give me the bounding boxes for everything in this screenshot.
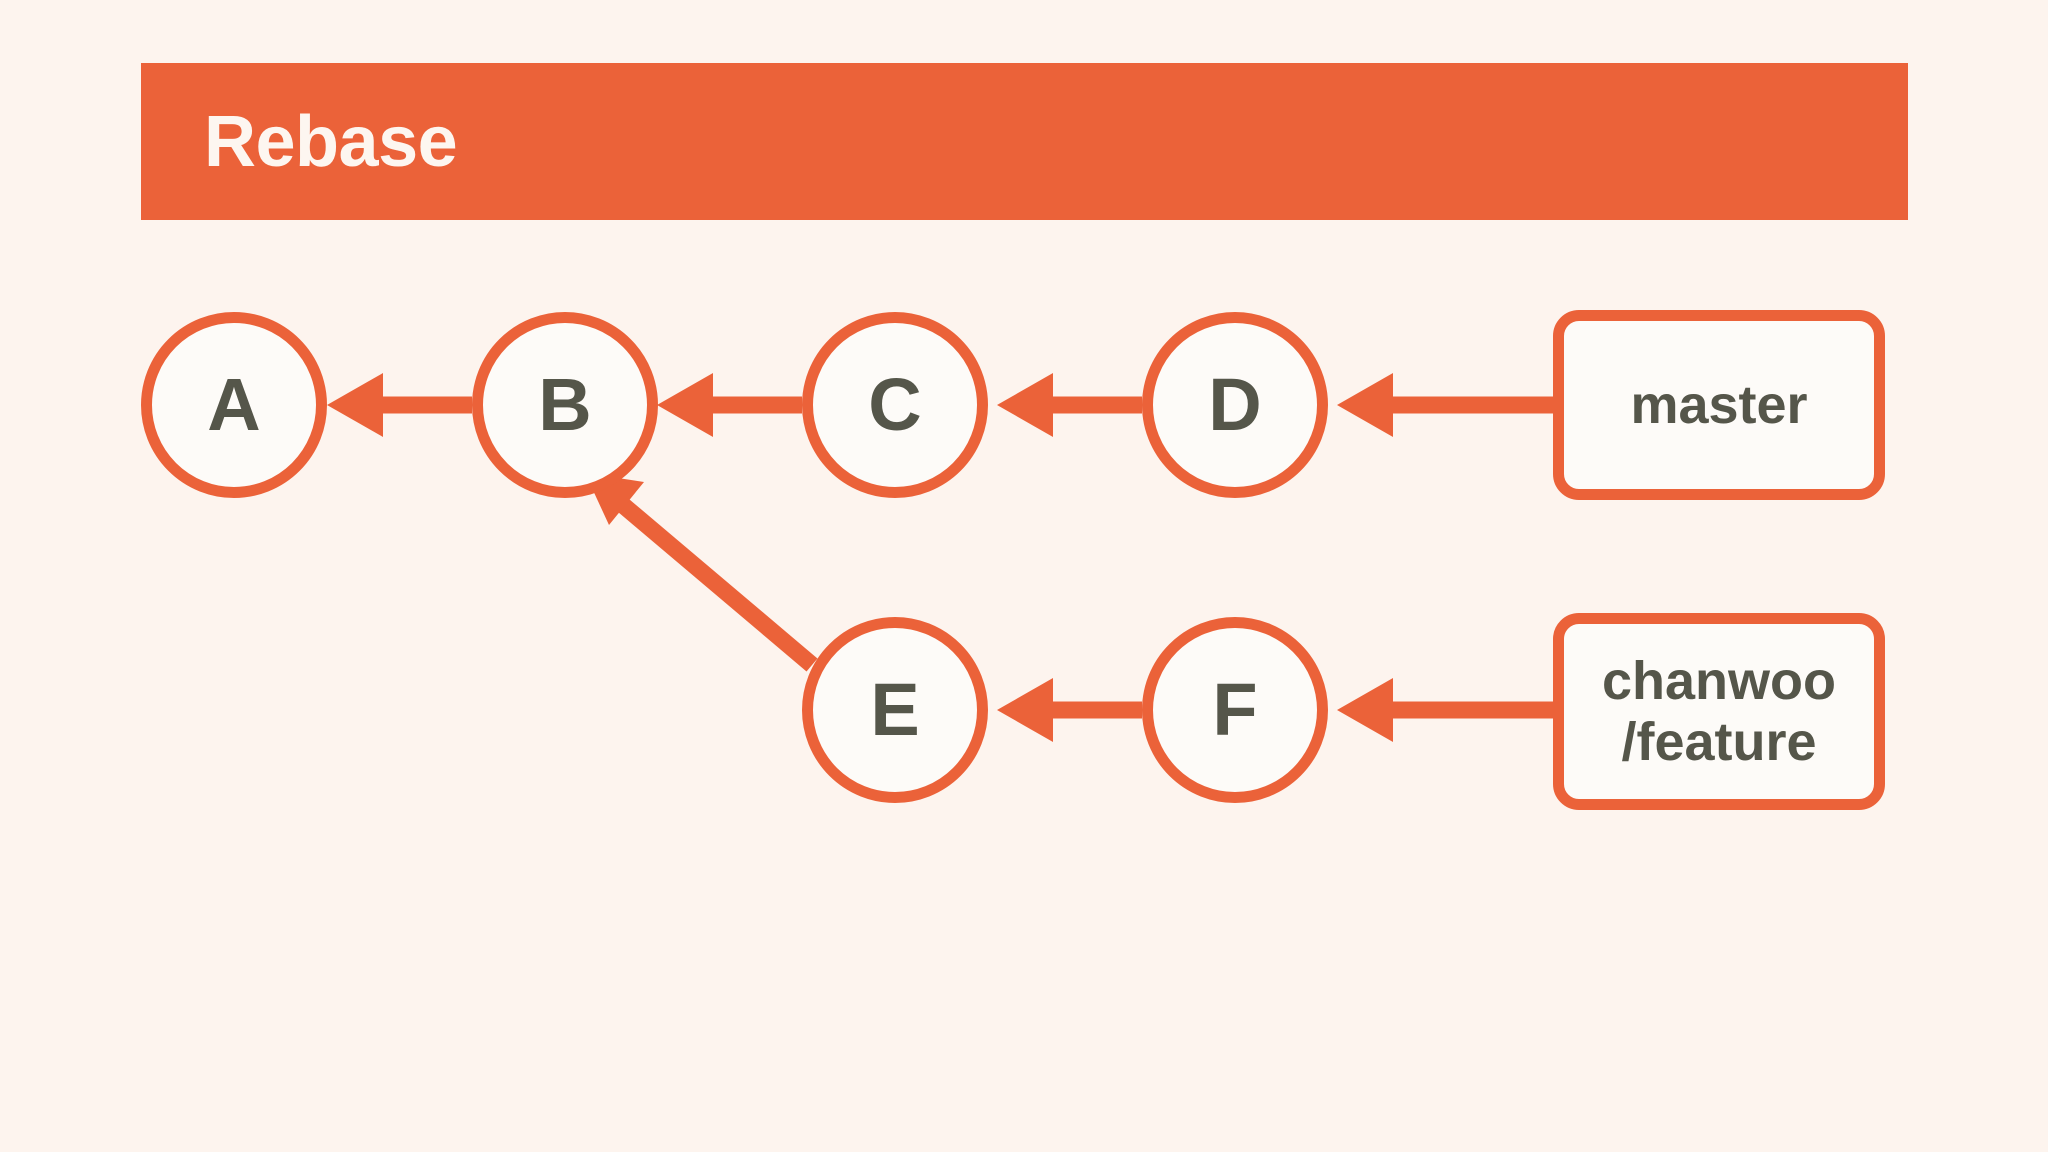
edge-feature-to-f — [1337, 678, 1553, 742]
commit-label-a: A — [207, 363, 261, 446]
edge-c-to-b — [657, 373, 802, 437]
commit-label-c: C — [868, 363, 922, 446]
commit-label-d: D — [1208, 363, 1262, 446]
branch-line-2: /feature — [1621, 711, 1817, 772]
edge-f-to-e — [997, 678, 1142, 742]
edge-master-to-d — [1337, 373, 1553, 437]
title-banner: Rebase — [141, 63, 1908, 220]
edge-b-to-a — [327, 373, 472, 437]
commit-node-a[interactable]: A — [141, 312, 327, 498]
page-title: Rebase — [204, 101, 458, 182]
edge-e-to-b — [585, 473, 818, 672]
branch-label-master-text: master — [1630, 374, 1808, 435]
branch-label-chanwoo-feature[interactable]: chanwoo/feature — [1553, 613, 1885, 810]
branch-label-master[interactable]: master — [1553, 310, 1885, 500]
edge-d-to-c — [997, 373, 1142, 437]
commit-node-e[interactable]: E — [802, 617, 988, 803]
commit-node-c[interactable]: C — [802, 312, 988, 498]
commit-label-e: E — [870, 668, 920, 751]
commit-node-b[interactable]: B — [472, 312, 658, 498]
branch-label-chanwoo-feature-text: chanwoo/feature — [1602, 651, 1836, 772]
commit-node-f[interactable]: F — [1142, 617, 1328, 803]
commit-label-b: B — [538, 363, 592, 446]
commit-node-d[interactable]: D — [1142, 312, 1328, 498]
branch-line-1: chanwoo — [1601, 651, 1836, 712]
commit-label-f: F — [1212, 668, 1258, 751]
